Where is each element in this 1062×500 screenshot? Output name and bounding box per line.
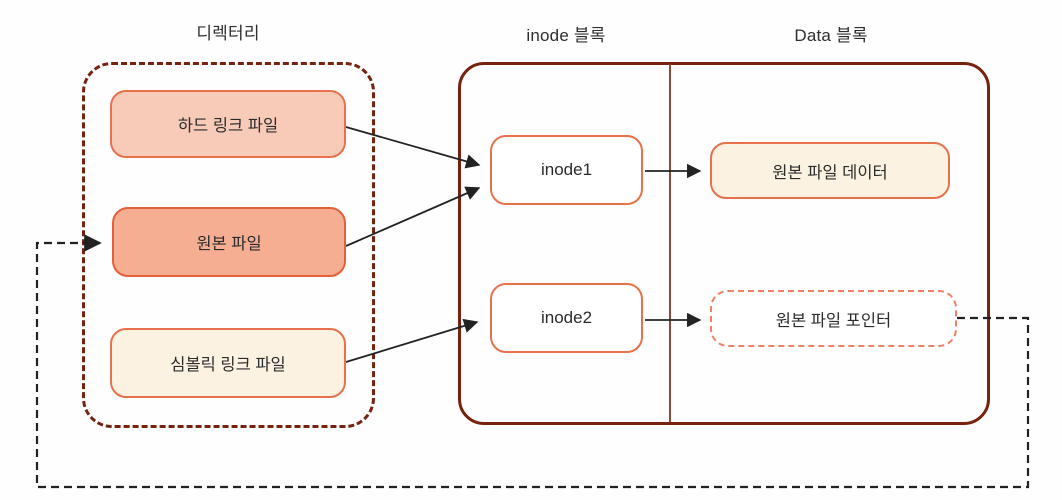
- node-inode2: inode2: [490, 283, 643, 353]
- node-inode1: inode1: [490, 135, 643, 205]
- node-hard-link-file-label: 하드 링크 파일: [177, 117, 279, 135]
- node-original-file-data: 원본 파일 데이터: [710, 142, 950, 199]
- node-symbolic-link-file-label: 심볼릭 링크 파일: [170, 356, 286, 374]
- node-original-file-pointer-label: 원본 파일 포인터: [775, 311, 892, 330]
- storage-block-container: [458, 62, 990, 425]
- node-original-file-pointer: 원본 파일 포인터: [710, 290, 957, 347]
- node-inode2-label: inode2: [540, 308, 593, 327]
- column-label-inode-block: inode 블록: [526, 26, 606, 45]
- column-label-directory: 디렉터리: [196, 24, 260, 43]
- node-hard-link-file: 하드 링크 파일: [110, 90, 346, 158]
- node-original-file: 원본 파일: [112, 207, 346, 277]
- node-original-file-data-label: 원본 파일 데이터: [772, 163, 888, 182]
- column-label-data-block: Data 블록: [794, 26, 868, 45]
- node-symbolic-link-file: 심볼릭 링크 파일: [110, 328, 346, 398]
- inode-data-divider: [669, 64, 671, 422]
- node-inode1-label: inode1: [540, 160, 593, 179]
- node-original-file-label: 원본 파일: [196, 235, 262, 253]
